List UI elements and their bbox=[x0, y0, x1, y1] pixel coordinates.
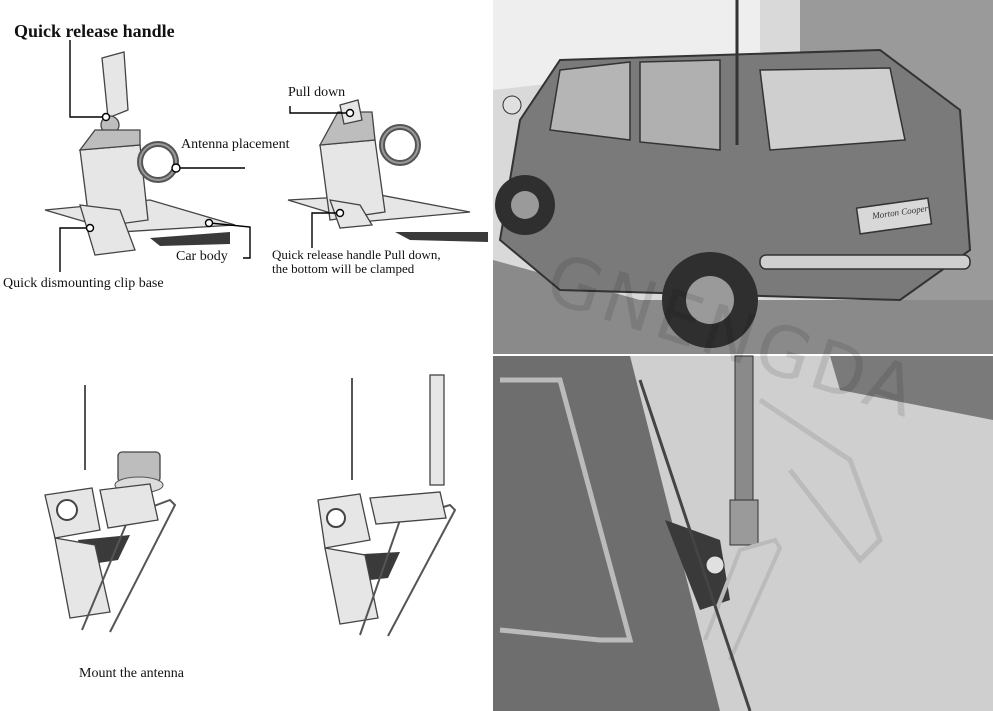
closeup-photo bbox=[493, 355, 993, 711]
label-quick-release-pull-down-line1: Quick release handle Pull down, bbox=[272, 247, 441, 262]
label-quick-release-pull-down-line2: the bottom will be clamped bbox=[272, 261, 415, 276]
car-photo bbox=[493, 0, 993, 354]
label-quick-dismounting-clip-base: Quick dismounting clip base bbox=[3, 276, 164, 291]
mount-antenna-illustration-1 bbox=[44, 385, 177, 633]
mount-antenna-illustration-2 bbox=[317, 374, 457, 637]
label-mount-the-antenna: Mount the antenna bbox=[79, 666, 184, 681]
clip-base-illustration bbox=[44, 51, 236, 256]
pull-down-illustration bbox=[287, 99, 488, 242]
label-car-body: Car body bbox=[176, 249, 228, 264]
label-pull-down: Pull down bbox=[288, 85, 346, 100]
label-quick-release-handle: Quick release handle bbox=[14, 21, 175, 41]
label-antenna-placement: Antenna placement bbox=[181, 137, 290, 152]
